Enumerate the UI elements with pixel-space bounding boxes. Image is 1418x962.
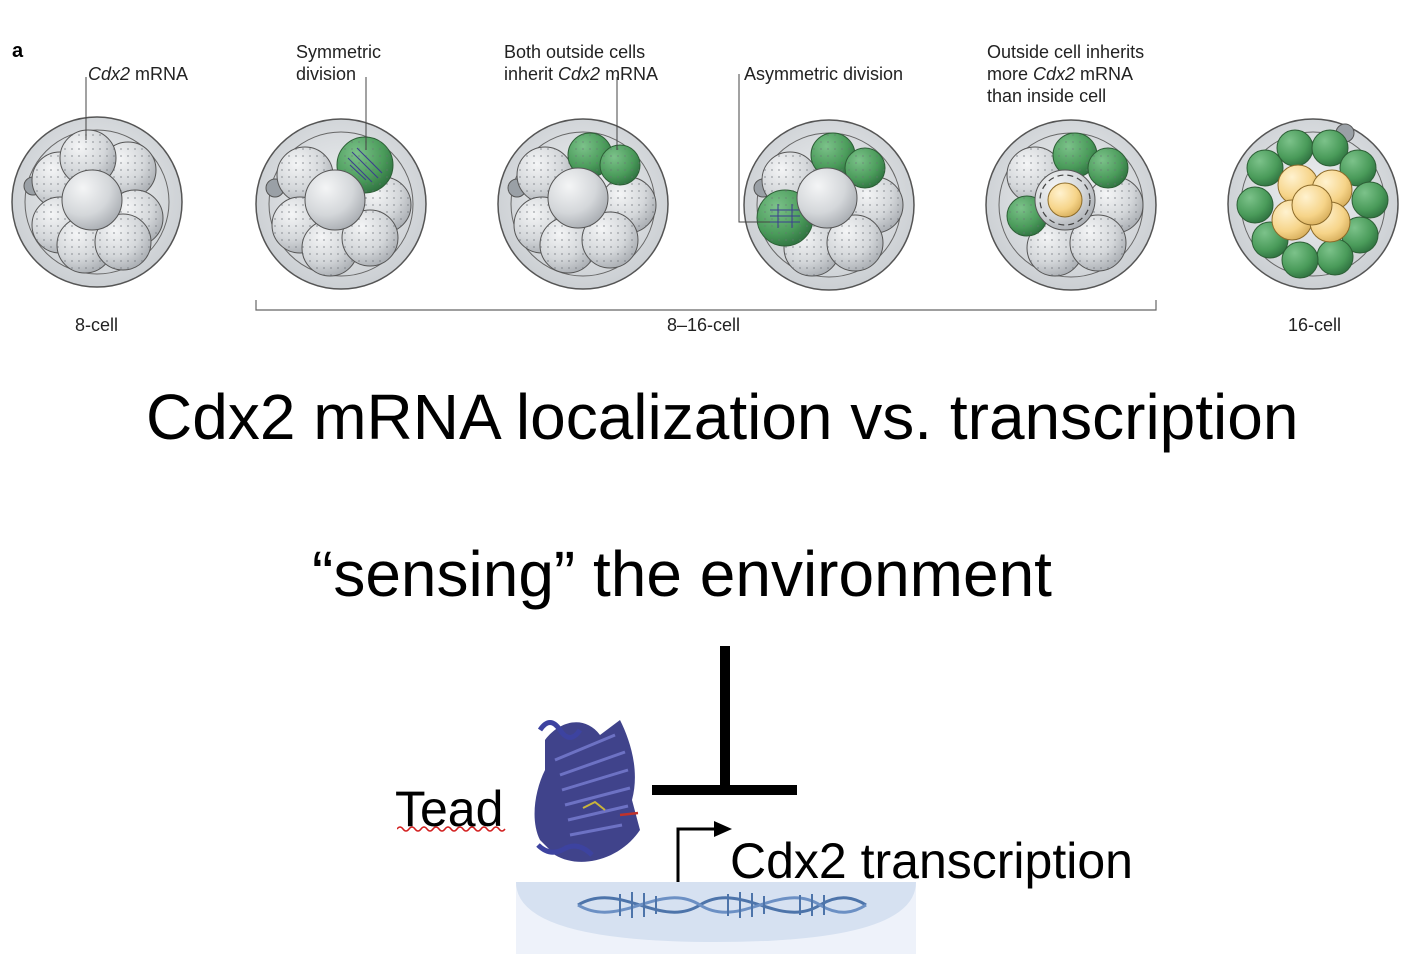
- spellcheck-underline: [397, 826, 506, 832]
- stage-bracket: [255, 300, 1157, 311]
- stage-label-8-16-cell: 8–16-cell: [667, 315, 741, 335]
- embryo-16-cell: [1227, 118, 1399, 290]
- cdx2-transcription-label: Cdx2 transcription: [730, 833, 1133, 889]
- embryo-8-cell: [11, 77, 183, 288]
- transcription-arrow-icon: [676, 821, 732, 882]
- cdx2-mrna-label: Cdx2 mRNA: [88, 64, 189, 84]
- heading-localization: Cdx2 mRNA localization vs. transcription: [146, 381, 1299, 453]
- asymmetric-division-label: Asymmetric division: [744, 64, 904, 84]
- embryo-both-outside-inherit: [497, 77, 669, 290]
- stage-label-16-cell: 16-cell: [1288, 315, 1342, 335]
- inhibition-symbol: [652, 646, 797, 795]
- embryo-symmetric-division: [255, 77, 427, 290]
- embryo-asymmetric-division: [738, 74, 915, 291]
- stage-label-8-cell: 8-cell: [75, 315, 119, 335]
- panel-letter: a: [12, 40, 24, 62]
- embryo-outside-inherits-more: [985, 119, 1157, 291]
- dna-icon: [516, 882, 916, 954]
- heading-sensing: “sensing” the environment: [312, 538, 1052, 610]
- tead-protein-icon: [534, 720, 640, 862]
